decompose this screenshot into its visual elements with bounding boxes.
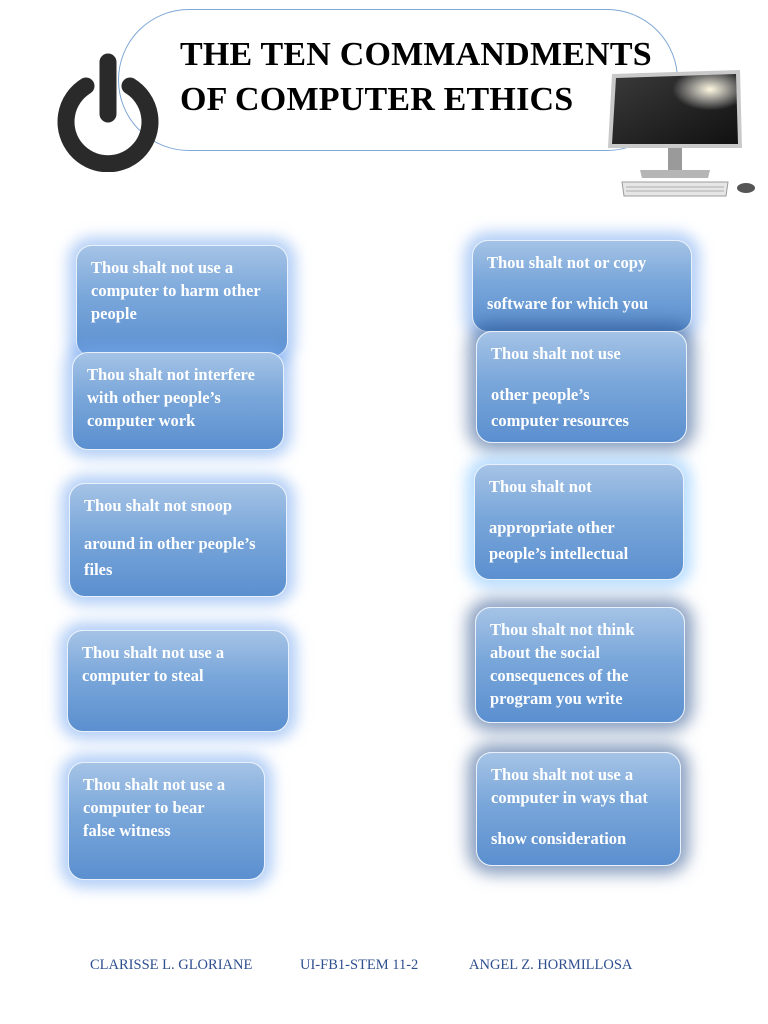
- card-4-line-1: Thou shalt not use a: [82, 643, 225, 662]
- card-9-line-1: Thou shalt not think: [490, 620, 635, 639]
- commandment-card-9: Thou shalt not think about the social co…: [475, 607, 685, 723]
- commandment-card-5: Thou shalt not use a computer to bear fa…: [68, 762, 265, 880]
- commandment-card-8: Thou shalt not appropriate other people’…: [474, 464, 684, 580]
- title-line-1: THE TEN COMMANDMENTS: [180, 36, 652, 73]
- card-7-line-1: Thou shalt not use: [491, 344, 621, 363]
- card-2-line-2: with other people’s: [87, 388, 221, 407]
- card-8-line-3: people’s intellectual: [489, 544, 629, 563]
- footer-section: UI-FB1-STEM 11-2: [300, 957, 419, 973]
- card-6-line-2: software for which you: [487, 294, 649, 313]
- commandment-card-3: Thou shalt not snoop around in other peo…: [69, 483, 287, 597]
- card-5-line-1: Thou shalt not use a: [83, 775, 226, 794]
- commandment-card-1: Thou shalt not use a computer to harm ot…: [76, 245, 288, 357]
- card-10-line-3: show consideration: [491, 829, 627, 848]
- title-banner: [118, 9, 678, 151]
- card-7-line-2: other people’s: [491, 385, 590, 404]
- card-1-line-2: computer to harm other: [91, 281, 261, 300]
- card-6-line-1: Thou shalt not or copy: [487, 253, 647, 272]
- commandment-card-6: Thou shalt not or copy software for whic…: [472, 240, 692, 332]
- title-line-2: OF COMPUTER ETHICS: [180, 81, 574, 118]
- card-7-line-3: computer resources: [491, 411, 629, 430]
- card-8-line-2: appropriate other: [489, 518, 615, 537]
- card-10-line-1: Thou shalt not use a: [491, 765, 634, 784]
- card-9-line-2: about the social: [490, 643, 601, 662]
- card-3-line-1: Thou shalt not snoop: [84, 496, 233, 515]
- card-1-line-3: people: [91, 304, 137, 323]
- card-9-line-4: program you write: [490, 689, 623, 708]
- desktop-computer-icon: [608, 70, 755, 197]
- card-5-line-2: computer to bear: [83, 798, 205, 817]
- power-icon: [57, 53, 159, 172]
- card-2-line-1: Thou shalt not interfere: [87, 365, 255, 384]
- commandment-card-10: Thou shalt not use a computer in ways th…: [476, 752, 681, 866]
- card-4-line-2: computer to steal: [82, 666, 204, 685]
- card-8-line-1: Thou shalt not: [489, 477, 592, 496]
- card-3-line-2: around in other people’s: [84, 534, 256, 553]
- card-10-line-2: computer in ways that: [491, 788, 648, 807]
- commandment-card-7: Thou shalt not use other people’s comput…: [476, 331, 687, 443]
- footer-author-2: ANGEL Z. HORMILLOSA: [469, 957, 633, 973]
- commandment-card-2: Thou shalt not interfere with other peop…: [72, 352, 284, 450]
- card-2-line-3: computer work: [87, 411, 196, 430]
- card-3-line-3: files: [84, 560, 113, 579]
- card-5-line-3: false witness: [83, 821, 171, 840]
- card-1-line-1: Thou shalt not use a: [91, 258, 234, 277]
- card-9-line-3: consequences of the: [490, 666, 629, 685]
- footer-author-1: CLARISSE L. GLORIANE: [90, 957, 253, 973]
- commandment-card-4: Thou shalt not use a computer to steal: [67, 630, 289, 732]
